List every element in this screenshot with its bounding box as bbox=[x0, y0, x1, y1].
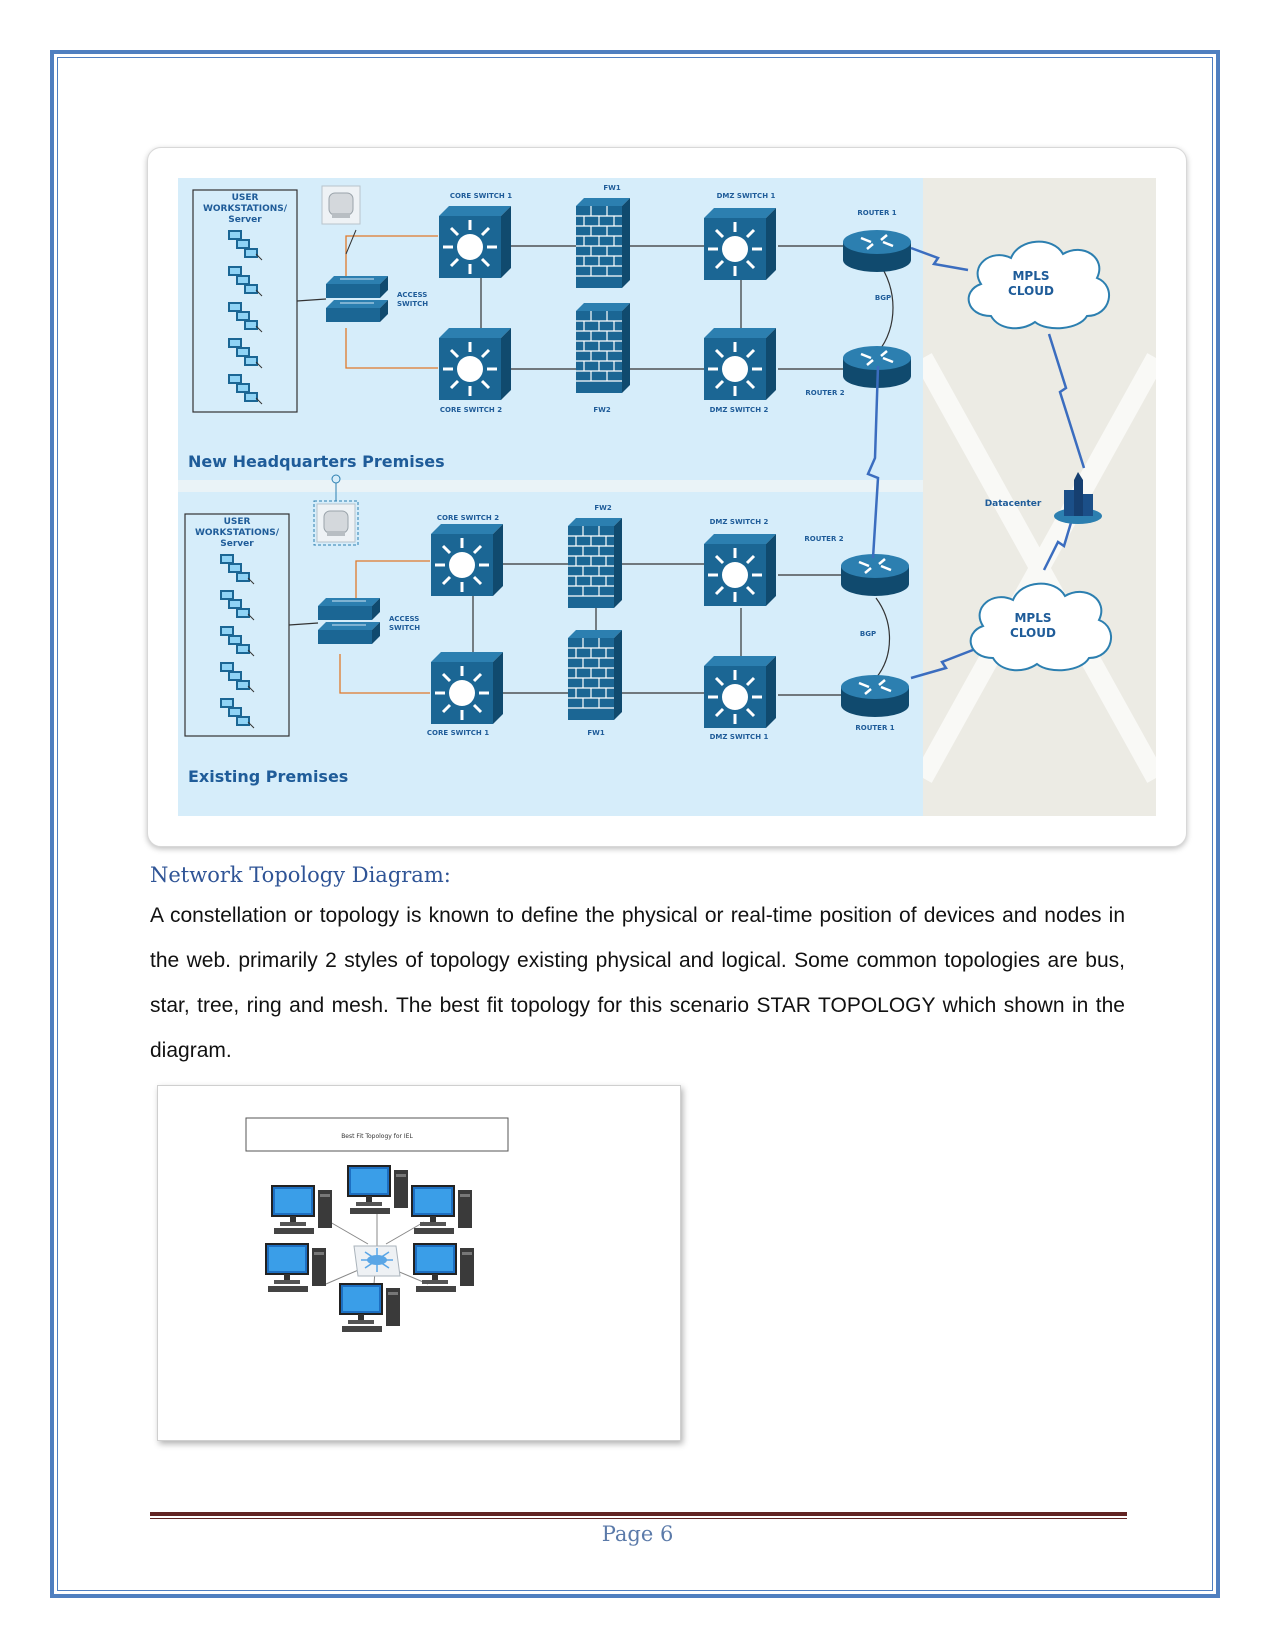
dmz-switch-icon bbox=[702, 206, 778, 282]
star-title: Best Fit Topology for IEL bbox=[341, 1133, 413, 1140]
hq-workstations-label-3: Server bbox=[228, 215, 262, 225]
router-icon bbox=[839, 552, 911, 598]
existing-workstations-label-2: WORKSTATIONS/ bbox=[195, 528, 280, 538]
computer-icon bbox=[411, 1185, 473, 1235]
hq-router-top-label: ROUTER 1 bbox=[857, 209, 896, 217]
page-border-inner bbox=[57, 57, 1213, 1591]
mpls-cloud-label-2: CLOUD bbox=[1008, 284, 1054, 298]
hq-bgp-label: BGP bbox=[875, 294, 891, 302]
figure-caption: Network Topology Diagram: bbox=[150, 863, 451, 887]
hq-dmz-switch-bottom-label: DMZ SWITCH 2 bbox=[710, 406, 769, 414]
computer-icon bbox=[265, 1243, 327, 1293]
page-border-outer bbox=[50, 50, 1220, 1598]
existing-router-top-label: ROUTER 2 bbox=[804, 535, 843, 543]
mpls-cloud-label-1: MPLS bbox=[1012, 269, 1049, 283]
core-switch-icon bbox=[429, 522, 505, 598]
star-topology-diagram: Best Fit Topology for IEL bbox=[245, 1117, 509, 1333]
hq-access-switch-label-1: ACCESS bbox=[397, 291, 427, 299]
star-title-box bbox=[245, 1117, 509, 1152]
existing-section: USER WORKSTATIONS/ Server bbox=[184, 474, 911, 786]
hq-fw-top-label: FW1 bbox=[603, 184, 621, 192]
existing-bgp-label: BGP bbox=[860, 630, 876, 638]
star-topology-figure: Best Fit Topology for IEL bbox=[157, 1085, 681, 1441]
existing-core-switch-bottom-label: CORE SWITCH 1 bbox=[427, 729, 489, 737]
core-switch-icon bbox=[429, 650, 505, 726]
hq-fw-bottom-label: FW2 bbox=[593, 406, 611, 414]
existing-router-bottom-label: ROUTER 1 bbox=[855, 724, 894, 732]
existing-premises-title: Existing Premises bbox=[188, 767, 348, 786]
mpls-cloud-label-1: MPLS bbox=[1014, 611, 1051, 625]
computer-icon bbox=[271, 1185, 333, 1235]
wireless-access-point-icon bbox=[316, 503, 356, 543]
mpls-cloud-label-2: CLOUD bbox=[1010, 626, 1056, 640]
existing-premises-area bbox=[178, 492, 923, 816]
footer-divider-thin bbox=[150, 1518, 1127, 1519]
dmz-switch-icon bbox=[702, 654, 778, 730]
existing-workstations-label-3: Server bbox=[220, 539, 254, 549]
router-icon bbox=[841, 228, 913, 274]
wan-section: MPLS CLOUD MPLS CLOUD Datacenter bbox=[866, 240, 1113, 680]
firewall-icon bbox=[575, 302, 631, 394]
hub-icon bbox=[353, 1245, 401, 1277]
body-paragraph: A constellation or topology is known to … bbox=[150, 904, 1125, 1062]
hq-core-switch-top-label: CORE SWITCH 1 bbox=[450, 192, 512, 200]
computer-icon bbox=[413, 1243, 475, 1293]
hq-workstations-label-1: USER bbox=[232, 193, 259, 203]
computer-icon bbox=[339, 1283, 401, 1333]
existing-workstations-label-1: USER bbox=[224, 517, 251, 527]
existing-core-switch-top-label: CORE SWITCH 2 bbox=[437, 514, 499, 522]
existing-fw-bottom-label: FW1 bbox=[587, 729, 605, 737]
hq-premises-area bbox=[178, 178, 923, 480]
dmz-switch-icon bbox=[702, 326, 778, 402]
hq-workstations-label-2: WORKSTATIONS/ bbox=[203, 204, 288, 214]
existing-fw-top-label: FW2 bbox=[594, 504, 612, 512]
hq-core-switch-bottom-label: CORE SWITCH 2 bbox=[440, 406, 502, 414]
computer-icon bbox=[347, 1165, 409, 1215]
footer-divider bbox=[150, 1512, 1127, 1516]
firewall-icon bbox=[575, 197, 631, 289]
firewall-icon bbox=[567, 629, 623, 721]
existing-access-switch-label-1: ACCESS bbox=[389, 615, 419, 623]
core-switch-icon bbox=[437, 204, 513, 280]
hq-router-bottom-label: ROUTER 2 bbox=[805, 389, 844, 397]
firewall-icon bbox=[567, 517, 623, 609]
existing-access-switch-label-2: SWITCH bbox=[389, 624, 420, 632]
network-diagram-figure: USER WORKSTATIONS/ Server bbox=[147, 147, 1187, 847]
hq-section: USER WORKSTATIONS/ Server bbox=[188, 184, 913, 471]
hq-access-switch-label-2: SWITCH bbox=[397, 300, 428, 308]
core-switch-icon bbox=[437, 326, 513, 402]
router-icon bbox=[839, 673, 911, 719]
network-topology-diagram: USER WORKSTATIONS/ Server bbox=[178, 178, 1156, 816]
hq-dmz-switch-top-label: DMZ SWITCH 1 bbox=[717, 192, 776, 200]
dmz-switch-icon bbox=[702, 532, 778, 608]
hq-premises-title: New Headquarters Premises bbox=[188, 452, 445, 471]
wireless-access-point-icon bbox=[321, 185, 361, 225]
existing-dmz-switch-top-label: DMZ SWITCH 2 bbox=[710, 518, 769, 526]
datacenter-label: Datacenter bbox=[985, 499, 1042, 509]
existing-dmz-switch-bottom-label: DMZ SWITCH 1 bbox=[710, 733, 769, 741]
page-number: Page 6 bbox=[601, 1522, 674, 1546]
